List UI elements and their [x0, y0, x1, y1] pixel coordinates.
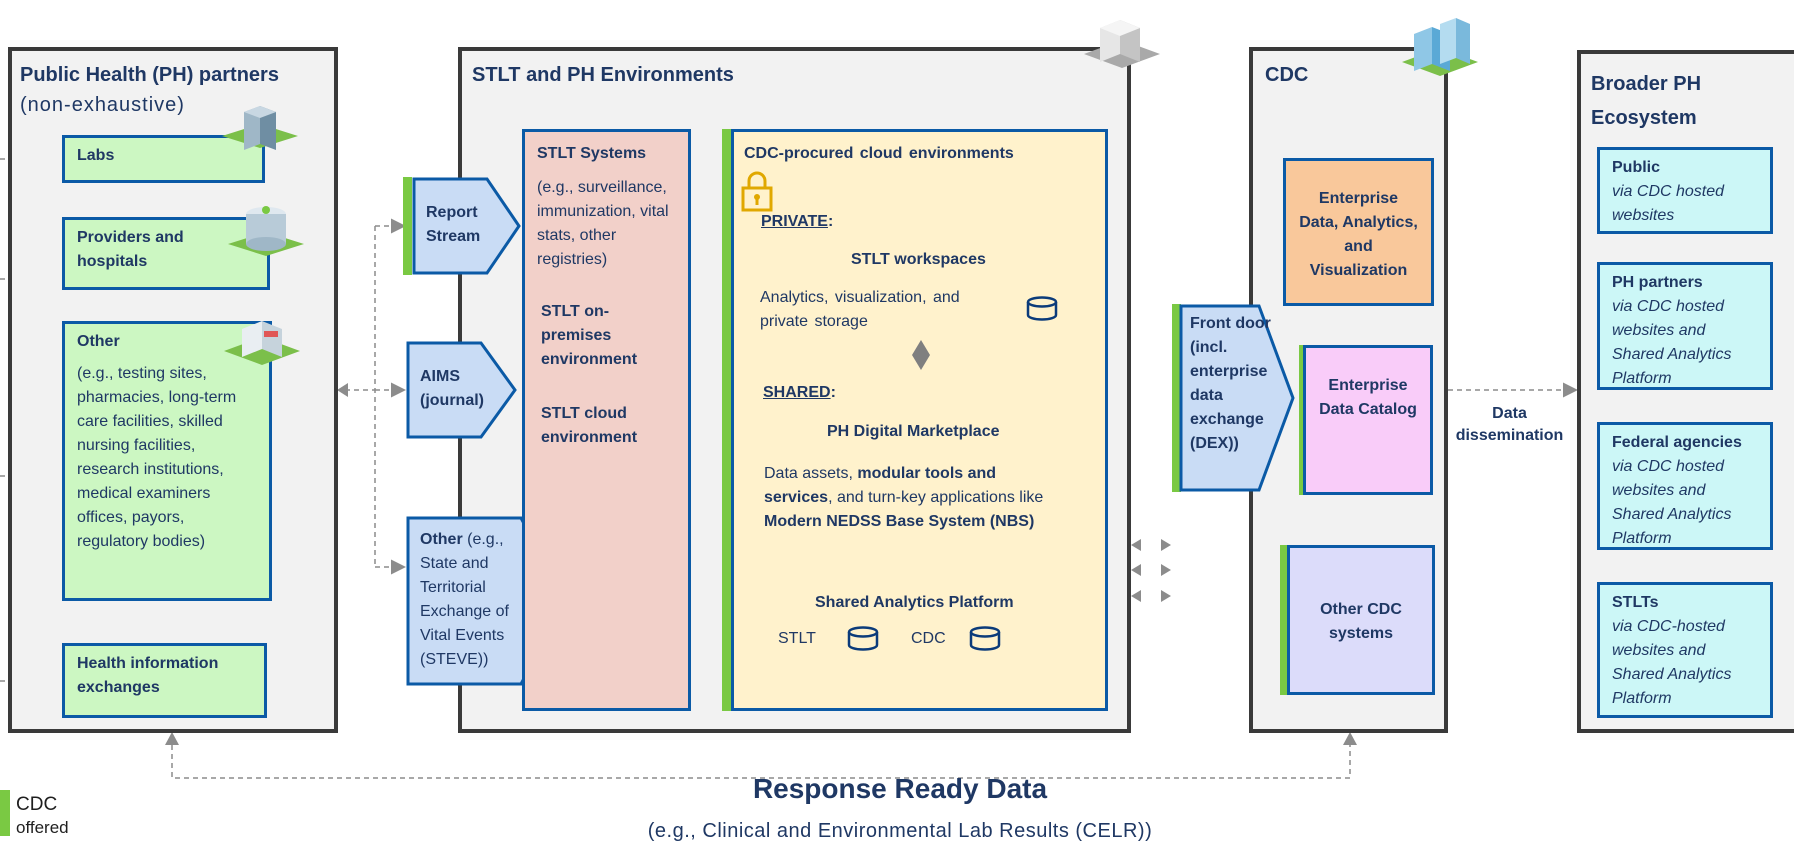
labs-label: Labs [77, 147, 115, 164]
broader-item-title: Federal agencies [1612, 434, 1742, 451]
legend-label-1: CDC [16, 794, 58, 815]
response-ready-title: Response Ready Data [752, 773, 1048, 804]
stlt-systems-box[interactable]: STLT Systems (e.g., surveillance, immuni… [522, 129, 691, 711]
workspaces-desc: Analytics, visualization, and private st… [760, 289, 960, 330]
marketplace-desc-2: modular tools and services [764, 465, 997, 506]
front-door-box[interactable]: Front door (incl. enterprise data exchan… [1179, 304, 1297, 492]
broader-item-federal[interactable]: Federal agencies via CDC hosted websites… [1597, 422, 1773, 550]
stlt-onprem-label: STLT on-premises environment [541, 303, 638, 368]
hospital-icon [228, 206, 304, 256]
shared-platform-label: Shared Analytics Platform [815, 594, 1014, 611]
broader-item-desc: via CDC hosted websites [1612, 183, 1725, 224]
cdc-cloud-title: CDC-procured cloud environments [744, 145, 1014, 162]
providers-box[interactable]: Providers and hospitals [62, 217, 270, 290]
other-partners-box[interactable]: Other (e.g., testing sites, pharmacies, … [62, 321, 272, 601]
broader-item-desc: via CDC hosted websites and Shared Analy… [1612, 298, 1732, 387]
dissemination-label: Data dissemination [1455, 405, 1564, 444]
cdc-title: CDC [1265, 64, 1309, 86]
edav-box[interactable]: Enterprise Data, Analytics, and Visualiz… [1283, 158, 1434, 306]
other-cdc-bar [1280, 545, 1290, 695]
other-steve-title: Other [420, 531, 463, 548]
catalog-box[interactable]: Enterprise Data Catalog [1303, 345, 1433, 495]
ph-partners-subtitle: (non-exhaustive) [20, 94, 185, 116]
report-stream-label: Report Stream [426, 204, 481, 245]
pharmacy-icon [224, 321, 300, 365]
aims-label: AIMS (journal) [420, 368, 484, 409]
cdc-database-icon [969, 626, 1001, 651]
private-label-text: PRIVATE [761, 213, 828, 230]
cloud-cdc-bar [722, 129, 733, 711]
marketplace-desc-4: Modern NEDSS Base System (NBS) [764, 513, 1035, 530]
front-door-label: Front door (incl. enterprise data exchan… [1190, 315, 1271, 452]
marketplace-label: PH Digital Marketplace [827, 423, 1000, 440]
broader-item-desc: via CDC-hosted websites and Shared Analy… [1612, 618, 1732, 707]
response-ready-subtitle: (e.g., Clinical and Environmental Lab Re… [647, 820, 1153, 842]
edav-label: Enterprise Data, Analytics, and Visualiz… [1299, 190, 1418, 279]
private-storage-icon [1026, 296, 1058, 321]
diamond-icon [912, 340, 930, 370]
broader-item-title: PH partners [1612, 274, 1703, 291]
shared-label-text: SHARED [763, 384, 831, 401]
broader-item-ph-partners[interactable]: PH partners via CDC hosted websites and … [1597, 262, 1773, 390]
lab-building-icon [222, 106, 298, 150]
broader-item-public[interactable]: Public via CDC hosted websites [1597, 147, 1773, 234]
report-stream-box[interactable]: Report Stream [412, 177, 522, 275]
shared-label: SHARED: [763, 384, 836, 401]
broader-item-stlts[interactable]: STLTs via CDC-hosted websites and Shared… [1597, 582, 1773, 718]
other-cdc-box[interactable]: Other CDC systems [1287, 545, 1435, 695]
aims-box[interactable]: AIMS (journal) [406, 341, 518, 439]
stlt-workspaces-label: STLT workspaces [851, 251, 986, 268]
hie-box[interactable]: Health information exchanges [62, 643, 267, 718]
stlt-systems-title: STLT Systems [537, 145, 647, 162]
cdc-building-icon [1402, 18, 1478, 76]
stlt-database-icon [847, 626, 879, 651]
office-building-icon [1084, 20, 1160, 68]
stlt-systems-desc: (e.g., surveillance, immunization, vital… [537, 179, 669, 268]
private-label: PRIVATE: [761, 213, 834, 230]
stlt-db-label: STLT [778, 630, 816, 647]
catalog-label: Enterprise Data Catalog [1319, 377, 1417, 418]
broader-item-title: Public [1612, 159, 1661, 176]
marketplace-desc: Data assets, modular tools and services,… [764, 462, 1054, 534]
other-partners-title: Other [77, 333, 120, 350]
report-stream-cdc-bar [403, 177, 412, 275]
ph-partners-title: Public Health (PH) partners [20, 64, 279, 86]
cdc-db-label: CDC [911, 630, 946, 647]
labs-box[interactable]: Labs [62, 135, 265, 183]
front-door-cdc-bar [1172, 304, 1181, 492]
stlt-cloud-label: STLT cloud environment [541, 405, 638, 446]
broader-title: Broader PH Ecosystem [1591, 73, 1702, 129]
legend-label-2: offered [16, 818, 69, 837]
providers-label: Providers and hospitals [77, 229, 184, 270]
stlt-ph-env-title: STLT and PH Environments [472, 64, 734, 86]
other-partners-desc: (e.g., testing sites, pharmacies, long-t… [77, 365, 237, 550]
marketplace-desc-1: Data assets, [764, 465, 858, 482]
broader-item-desc: via CDC hosted websites and Shared Analy… [1612, 458, 1732, 547]
legend-swatch [0, 790, 10, 836]
hie-label: Health information exchanges [77, 655, 219, 696]
other-cdc-label: Other CDC systems [1320, 601, 1402, 642]
other-steve-text: Other (e.g., State and Territorial Excha… [420, 528, 532, 672]
cdc-cloud-box[interactable]: CDC-procured cloud environments [731, 129, 1108, 711]
other-steve-desc: (e.g., State and Territorial Exchange of… [420, 531, 509, 668]
marketplace-desc-3: , and turn-key applications like [828, 489, 1044, 506]
lock-icon [741, 171, 773, 212]
broader-item-title: STLTs [1612, 594, 1659, 611]
